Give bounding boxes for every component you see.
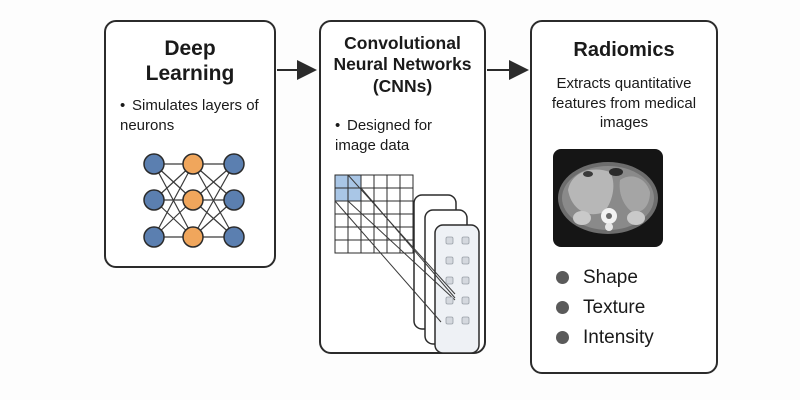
cnn-title-line3: (CNNs) xyxy=(372,75,433,96)
input-node xyxy=(143,189,165,211)
radiomics-description: Extracts quantitative features from medi… xyxy=(551,75,697,131)
output-node xyxy=(223,153,245,175)
cnn-bullet-text: Designed for image data xyxy=(335,117,433,154)
bullet-marker: • xyxy=(335,117,341,134)
radiomics-title: Radiomics xyxy=(573,39,675,61)
feature-item-shape: Shape xyxy=(556,268,638,287)
feature-label: Texture xyxy=(583,297,646,318)
input-node xyxy=(143,226,165,248)
neural-network-icon xyxy=(143,153,245,248)
feature-label: Intensity xyxy=(583,327,654,348)
feature-item-intensity: Intensity xyxy=(556,328,654,347)
feature-map-cells xyxy=(445,236,470,325)
cnn-card: Convolutional Neural Networks (CNNs) •De… xyxy=(319,20,486,354)
deep-learning-card: Deep Learning •Simulates layers of neuro… xyxy=(104,20,276,268)
ct-scan-image xyxy=(553,149,663,247)
hidden-node xyxy=(182,226,204,248)
deep-learning-title: Deep Learning xyxy=(106,36,274,86)
hidden-node xyxy=(182,153,204,175)
cnn-title: Convolutional Neural Networks (CNNs) xyxy=(321,33,484,97)
cnn-title-line1: Convolutional xyxy=(344,33,461,53)
deep-learning-title-line1: Deep xyxy=(164,37,216,60)
feature-bullet-icon xyxy=(556,331,569,344)
convolution-grid-icon xyxy=(334,174,480,354)
feature-bullet-icon xyxy=(556,271,569,284)
deep-learning-bullet: •Simulates layers of neurons xyxy=(120,96,270,135)
output-node xyxy=(223,189,245,211)
feature-label: Shape xyxy=(583,267,638,288)
feature-bullet-icon xyxy=(556,301,569,314)
cnn-bullet: •Designed for image data xyxy=(335,116,475,155)
hidden-node xyxy=(182,189,204,211)
cnn-title-line2: Neural Networks xyxy=(333,54,472,75)
deep-learning-title-line2: Learning xyxy=(145,62,235,86)
feature-item-texture: Texture xyxy=(556,298,645,317)
output-node xyxy=(223,226,245,248)
deep-learning-bullet-text: Simulates layers of neurons xyxy=(120,97,259,134)
bullet-marker: • xyxy=(120,97,126,114)
feature-map-stack xyxy=(413,194,480,354)
radiomics-card: Radiomics Extracts quantitative features… xyxy=(530,20,718,374)
input-node xyxy=(143,153,165,175)
